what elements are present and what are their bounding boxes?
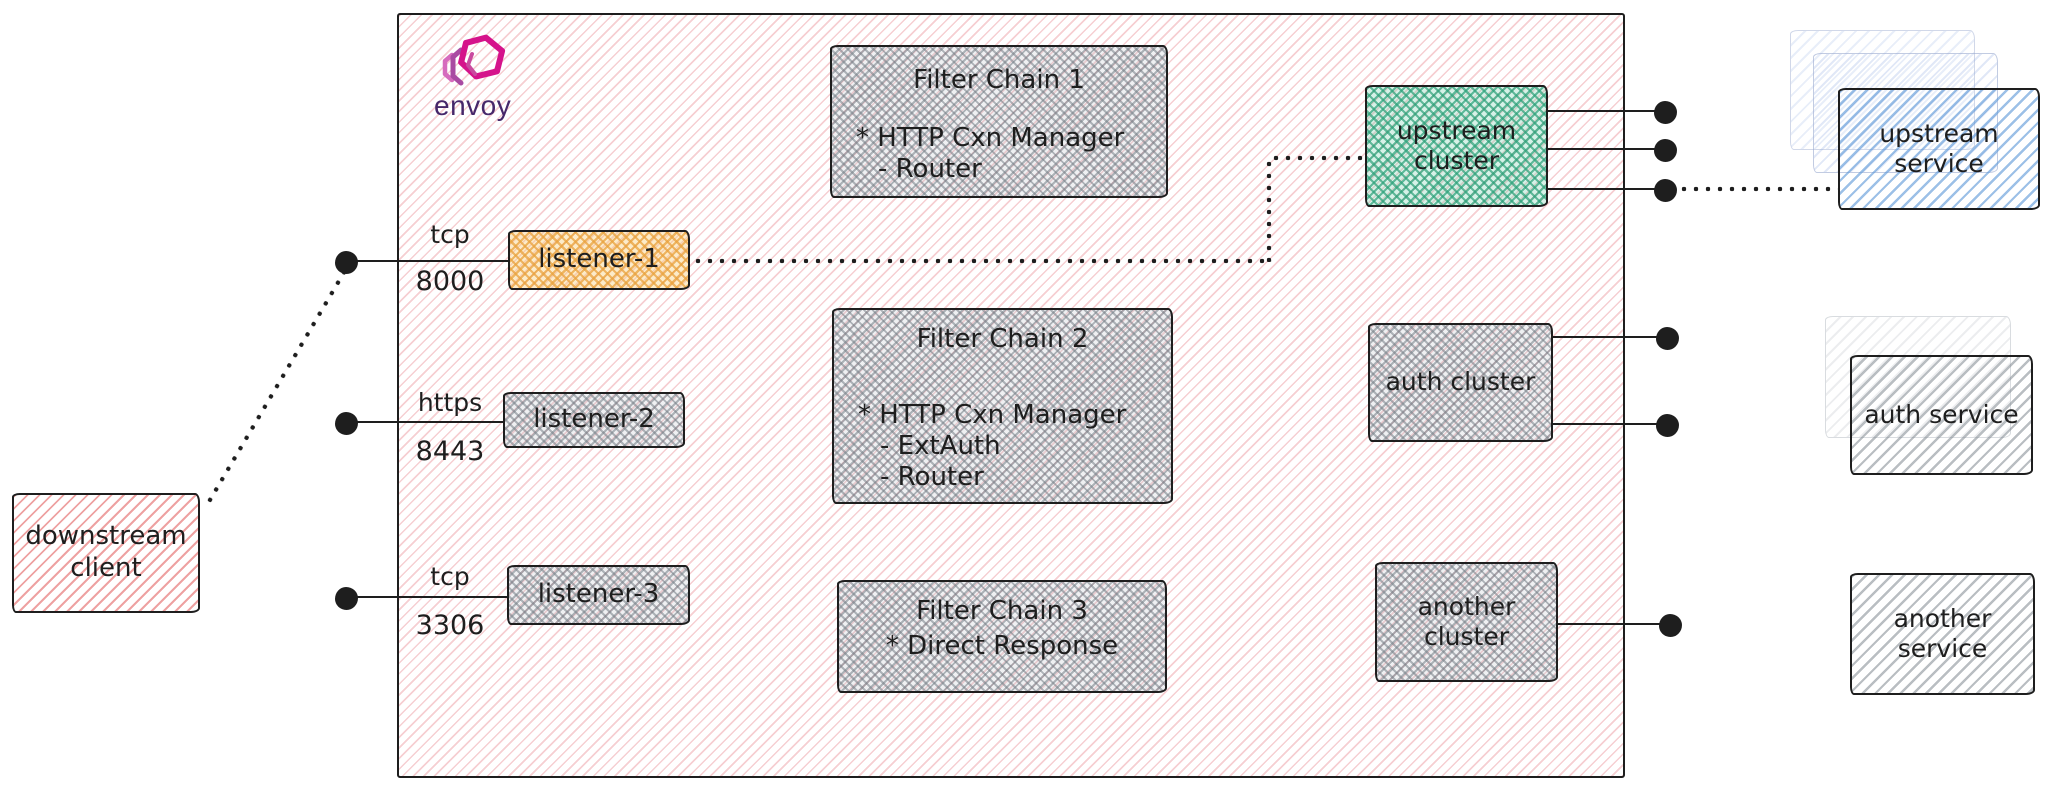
cluster-label: another cluster — [1417, 591, 1516, 652]
dotted-connector — [1678, 186, 1838, 192]
service-label: upstream service — [1879, 118, 1999, 179]
connector-line — [1553, 336, 1660, 338]
filter-chain-3-box: Filter Chain 3 * Direct Response — [837, 580, 1167, 693]
connector-line — [352, 421, 503, 423]
connector-line — [352, 596, 507, 598]
envoy-logo: envoy — [434, 34, 554, 124]
connector-line — [1548, 188, 1658, 190]
service-label: another service — [1893, 603, 1992, 664]
connector-line — [1558, 623, 1663, 625]
filter-chain-1-box: Filter Chain 1 * HTTP Cxn Manager - Rout… — [830, 45, 1168, 198]
auth-cluster-box: auth cluster — [1368, 323, 1553, 442]
listener-1-port-label: 8000 — [415, 266, 485, 297]
filter-chain-item: * HTTP Cxn Manager — [858, 399, 1127, 430]
listener-1-protocol-label: tcp — [430, 220, 470, 249]
downstream-client-box: downstream client — [12, 493, 200, 613]
filter-chain-item: - Router — [880, 461, 984, 492]
connector-line — [1553, 423, 1660, 425]
filter-chain-title: Filter Chain 3 — [916, 596, 1088, 626]
filter-chain-title: Filter Chain 2 — [916, 324, 1089, 354]
connector-line — [352, 260, 508, 262]
cluster-label: upstream cluster — [1396, 115, 1517, 176]
filter-chain-item: * HTTP Cxn Manager — [856, 122, 1125, 153]
listener-3-port-label: 3306 — [415, 610, 485, 641]
cluster-label: auth cluster — [1385, 367, 1536, 397]
connection-dot — [1654, 139, 1677, 162]
another-cluster-box: another cluster — [1375, 562, 1558, 682]
dotted-connector — [692, 258, 1272, 264]
auth-service-box: auth service — [1850, 355, 2033, 475]
connection-dot — [1654, 179, 1677, 202]
filter-chain-item: - Router — [878, 153, 982, 184]
filter-chain-2-box: Filter Chain 2 * HTTP Cxn Manager - ExtA… — [832, 308, 1173, 504]
connection-dot — [1659, 614, 1682, 637]
another-service-box: another service — [1850, 573, 2035, 695]
service-label: auth service — [1864, 399, 2019, 429]
listener-2-protocol-label: https — [417, 388, 483, 417]
upstream-service-box: upstream service — [1838, 88, 2040, 210]
connection-dot — [1656, 414, 1679, 437]
listener-3-box: listener-3 — [507, 565, 690, 625]
listener-2-port-label: 8443 — [415, 436, 485, 467]
listener-3-protocol-label: tcp — [430, 562, 470, 591]
dotted-connector — [1266, 158, 1272, 262]
connector-line — [1548, 148, 1658, 150]
listener-label: listener-2 — [533, 404, 655, 435]
connection-dot — [1654, 101, 1677, 124]
dotted-connector — [204, 269, 348, 507]
listener-2-box: listener-2 — [503, 392, 685, 448]
envoy-logo-icon — [442, 34, 506, 86]
filter-chain-item: - ExtAuth — [880, 430, 1001, 461]
envoy-logo-wordmark: envoy — [434, 90, 512, 121]
connection-dot — [335, 251, 358, 274]
dotted-connector — [1270, 155, 1366, 161]
connection-dot — [1656, 327, 1679, 350]
filter-chain-item: * Direct Response — [885, 630, 1119, 661]
downstream-client-label: downstream client — [25, 521, 187, 583]
connection-dot — [335, 587, 358, 610]
upstream-cluster-box: upstream cluster — [1365, 85, 1548, 207]
connector-line — [1548, 110, 1658, 112]
connection-dot — [335, 412, 358, 435]
filter-chain-title: Filter Chain 1 — [913, 65, 1085, 95]
listener-label: listener-1 — [538, 244, 660, 275]
listener-label: listener-3 — [537, 579, 660, 610]
listener-1-box: listener-1 — [508, 230, 690, 290]
